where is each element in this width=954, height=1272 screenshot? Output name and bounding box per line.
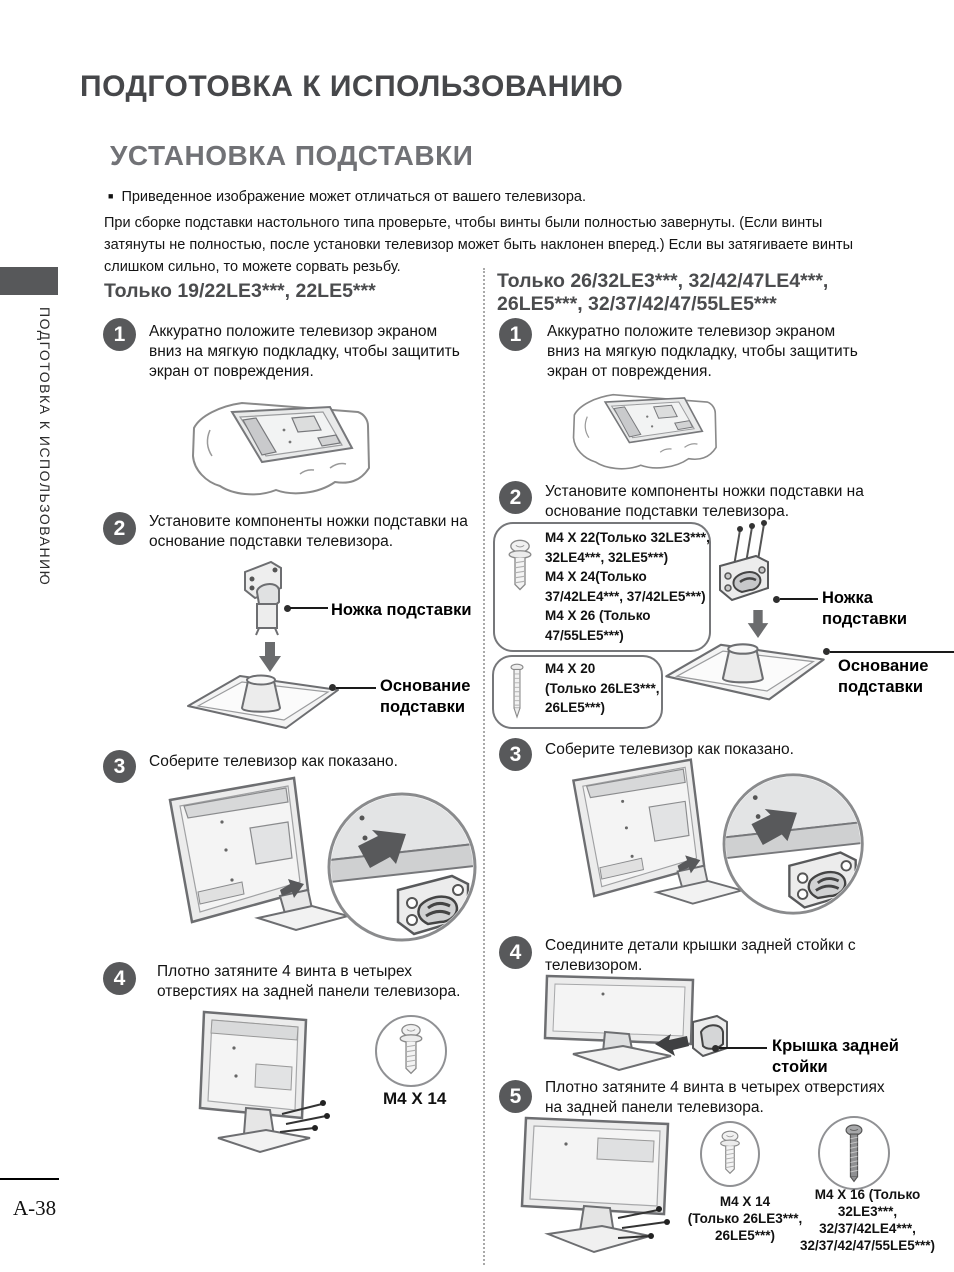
sidebar-chapter-label: ПОДГОТОВКА К ИСПОЛЬЗОВАНИЮ — [37, 307, 53, 587]
tv-rear-screws-illustration — [518, 1114, 693, 1271]
down-arrow-icon — [747, 610, 769, 638]
screw-m4x16-icon — [818, 1116, 890, 1190]
stand-leg-screws-illustration — [712, 520, 790, 615]
stand-leg-label: Ножка подставки — [822, 589, 908, 628]
page-title: ПОДГОТОВКА К ИСПОЛЬЗОВАНИЮ — [80, 70, 624, 103]
step-3-text: Соберите телевизор как показано. — [149, 753, 398, 770]
leader-dot — [329, 684, 336, 691]
footer-rule — [0, 1178, 59, 1180]
step-5-badge: 5 — [499, 1080, 532, 1113]
step-1-badge: 1 — [103, 318, 136, 351]
down-arrow-icon — [259, 642, 281, 672]
column-divider — [483, 268, 485, 1265]
tv-face-down-illustration — [563, 384, 725, 480]
step-3-text: Соберите телевизор как показано. — [545, 741, 794, 758]
step-1-text: Аккуратно положите телевизор экраном вни… — [547, 323, 858, 380]
assembly-magnifier-illustration — [162, 772, 477, 962]
pan-head-screw-icon — [505, 535, 535, 599]
stand-base-label: Основание подставки — [838, 657, 929, 696]
step-4-badge: 4 — [103, 962, 136, 995]
back-cover-label: Крышка задней стойки — [772, 1037, 899, 1076]
step-2-badge: 2 — [103, 512, 136, 545]
step-2-badge: 2 — [499, 481, 532, 514]
screw-spec-box-2-text: M4 X 20 (Только 26LE3***, 26LE5***) — [545, 661, 660, 715]
step-5-text: Плотно затяните 4 винта в четырех отверс… — [545, 1079, 885, 1116]
note-text: Приведенное изображение может отличаться… — [121, 189, 587, 205]
long-thin-screw-icon — [506, 662, 528, 720]
screw-m4x16-caption: M4 X 16 (Только 32LE3***, 32/37/42LE4***… — [799, 1187, 936, 1253]
stand-base-illustration — [182, 666, 344, 734]
step-2-text: Установите компоненты ножки подставки на… — [149, 513, 468, 550]
intro-paragraph: При сборке подставки настольного типа пр… — [104, 215, 854, 275]
note-line: ■ Приведенное изображение может отличатьс… — [108, 189, 586, 205]
leader-line — [830, 651, 954, 653]
leader-dot — [712, 1045, 719, 1052]
step-3-badge: 3 — [103, 750, 136, 783]
screw-m4x14-caption: M4 X 14 (Только 26LE3***, 26LE5***) — [687, 1194, 803, 1243]
step-4-text: Плотно затяните 4 винта в четырех отверс… — [157, 963, 461, 1000]
screw-spec-box-1-text: M4 X 22(Только 32LE3***, 32LE4***, 32LE5… — [545, 530, 710, 643]
stand-base-illustration — [660, 634, 830, 706]
step-1-text: Аккуратно положите телевизор экраном вни… — [149, 323, 460, 380]
step-4-text: Соедините детали крышки задней стойки с … — [545, 937, 856, 974]
screw-spec-box-1 — [493, 522, 711, 652]
back-cover-attach-illustration — [543, 974, 735, 1080]
page-number: A-38 — [13, 1196, 57, 1220]
right-column-heading: Только 26/32LE3***, 32/42/47LE4***, 26LE… — [497, 270, 829, 315]
leader-dot — [773, 596, 780, 603]
step-4-badge: 4 — [499, 936, 532, 969]
step-1-badge: 1 — [499, 318, 532, 351]
leader-line — [290, 607, 328, 609]
screw-m4x14-icon — [375, 1015, 447, 1087]
tv-face-down-illustration — [180, 390, 380, 508]
leader-dot — [823, 648, 830, 655]
screw-m4x14-icon — [700, 1121, 760, 1187]
leader-line — [336, 687, 376, 689]
leader-line — [719, 1047, 767, 1049]
leader-line — [780, 598, 818, 600]
stand-leg-illustration — [237, 558, 292, 638]
stand-base-label: Основание подставки — [380, 677, 471, 716]
step-2-text: Установите компоненты ножки подставки на… — [545, 483, 864, 520]
leader-dot — [284, 605, 291, 612]
note-bullet-icon: ■ — [108, 191, 114, 201]
screw-m4x14-label: M4 X 14 — [383, 1089, 447, 1108]
chapter-tab — [0, 267, 58, 295]
stand-leg-label: Ножка подставки — [331, 601, 472, 619]
assembly-magnifier-illustration — [545, 754, 885, 934]
step-3-badge: 3 — [499, 738, 532, 771]
left-column-heading: Только 19/22LE3***, 22LE5*** — [104, 280, 376, 302]
tv-rear-screws-illustration — [194, 1006, 334, 1166]
section-title: УСТАНОВКА ПОДСТАВКИ — [110, 140, 474, 171]
